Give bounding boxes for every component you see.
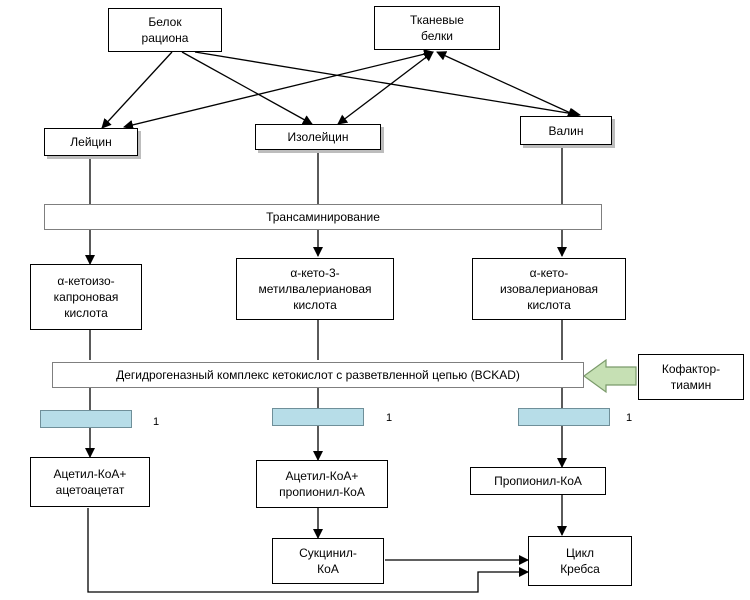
edge-diet-leucine bbox=[101, 51, 173, 129]
node-diet-protein-label: Белок рациона bbox=[141, 15, 189, 45]
node-keto-leu-label: α-кетоизо- капроновая кислота bbox=[53, 274, 119, 320]
node-tissue-protein-label: Тканевые белки bbox=[410, 13, 464, 43]
node-valine: Валин bbox=[520, 116, 612, 145]
node-succinyl-label: Сукцинил- КоА bbox=[299, 546, 357, 576]
edge-prod-leu-krebs bbox=[87, 508, 529, 593]
edge-tissue-isoleucine bbox=[337, 51, 434, 125]
node-prod-val: Пропионил-КоА bbox=[470, 467, 606, 495]
edge-tissue-valine bbox=[436, 51, 578, 117]
enzyme-bar-3 bbox=[518, 408, 610, 426]
node-tissue-protein: Тканевые белки bbox=[374, 6, 500, 50]
edge-tissue-leucine bbox=[123, 49, 434, 130]
enzyme-bar-1 bbox=[40, 410, 132, 428]
process-transamination-label: Трансаминирование bbox=[266, 210, 380, 224]
edge-diet-isoleucine bbox=[181, 51, 313, 125]
enzyme-label-3: 1 bbox=[626, 412, 633, 424]
node-keto-leu: α-кетоизо- капроновая кислота bbox=[30, 264, 142, 330]
node-krebs-label: Цикл Кребса bbox=[560, 546, 600, 576]
node-prod-leu: Ацетил-КоА+ ацетоацетат bbox=[30, 457, 150, 507]
node-prod-leu-label: Ацетил-КоА+ ацетоацетат bbox=[53, 467, 127, 497]
process-bckad: Дегидрогеназный комплекс кетокислот с ра… bbox=[52, 362, 584, 388]
node-succinyl: Сукцинил- КоА bbox=[272, 538, 384, 584]
node-keto-val: α-кето- изовалериановая кислота bbox=[472, 258, 626, 320]
node-krebs: Цикл Кребса bbox=[528, 536, 632, 586]
process-bckad-label: Дегидрогеназный комплекс кетокислот с ра… bbox=[116, 368, 520, 382]
node-cofactor: Кофактор- тиамин bbox=[638, 354, 744, 400]
node-leucine: Лейцин bbox=[44, 128, 138, 156]
node-isoleucine-label: Изолейцин bbox=[287, 130, 349, 144]
node-keto-ile-label: α-кето-3- метилвалериановая кислота bbox=[258, 266, 372, 312]
node-diet-protein: Белок рациона bbox=[108, 8, 222, 52]
node-valine-label: Валин bbox=[548, 123, 584, 138]
edge-diet-valine bbox=[194, 51, 581, 119]
node-keto-ile: α-кето-3- метилвалериановая кислота bbox=[236, 258, 394, 320]
cofactor-arrow bbox=[582, 358, 637, 394]
enzyme-label-1: 1 bbox=[153, 416, 160, 428]
node-keto-val-label: α-кето- изовалериановая кислота bbox=[499, 266, 599, 312]
process-transamination: Трансаминирование bbox=[44, 204, 602, 230]
node-isoleucine: Изолейцин bbox=[255, 124, 381, 150]
node-prod-ile-label: Ацетил-КоА+ пропионил-КоА bbox=[279, 469, 365, 499]
node-prod-ile: Ацетил-КоА+ пропионил-КоА bbox=[256, 460, 388, 508]
node-cofactor-label: Кофактор- тиамин bbox=[661, 362, 721, 392]
enzyme-bar-2 bbox=[272, 408, 364, 426]
node-prod-val-label: Пропионил-КоА bbox=[494, 474, 582, 488]
enzyme-label-2: 1 bbox=[386, 412, 393, 424]
node-leucine-label: Лейцин bbox=[70, 135, 112, 149]
